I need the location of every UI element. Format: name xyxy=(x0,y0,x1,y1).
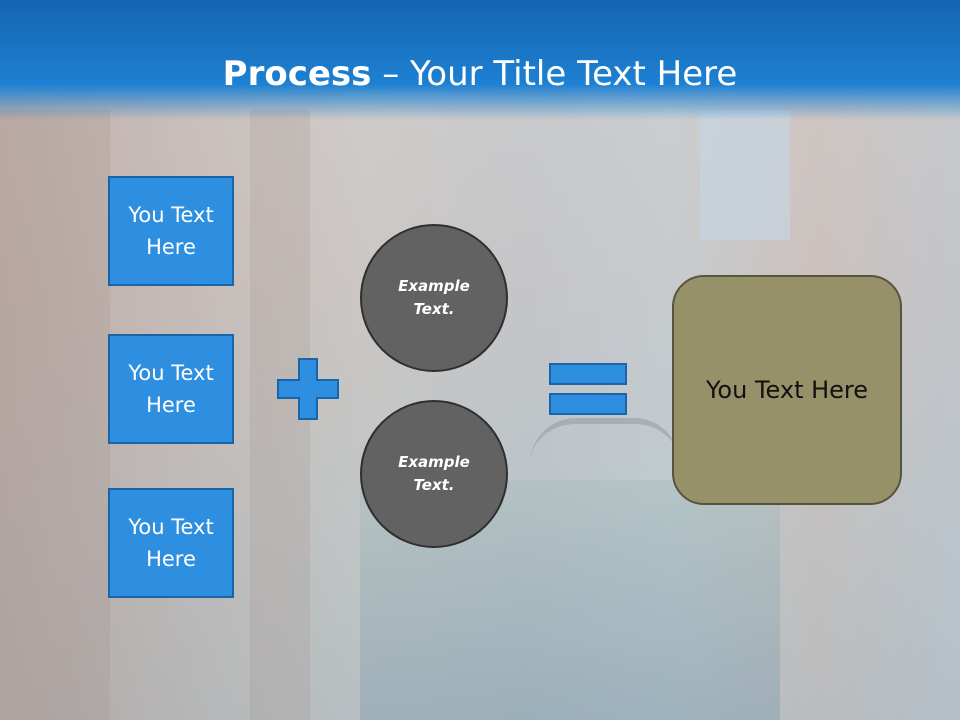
result-label: You Text Here xyxy=(705,376,869,404)
bg-bridge xyxy=(530,418,680,464)
example-circle-2[interactable]: Example Text. xyxy=(360,400,508,548)
example-circle-1[interactable]: Example Text. xyxy=(360,224,508,372)
text-box-label: You Text Here xyxy=(128,515,214,571)
example-circle-label: Example Text. xyxy=(398,453,470,494)
text-box-label: You Text Here xyxy=(128,203,214,259)
equals-icon xyxy=(549,363,627,415)
title-separator: – xyxy=(371,54,411,94)
bg-sky xyxy=(700,110,790,240)
example-circle-label: Example Text. xyxy=(398,277,470,318)
text-box-label: You Text Here xyxy=(128,361,214,417)
text-box-3[interactable]: You Text Here xyxy=(108,488,234,598)
bg-building-left xyxy=(0,110,110,720)
result-box[interactable]: You Text Here xyxy=(672,275,902,505)
slide-title[interactable]: Process – Your Title Text Here xyxy=(0,50,960,98)
text-box-1[interactable]: You Text Here xyxy=(108,176,234,286)
text-box-2[interactable]: You Text Here xyxy=(108,334,234,444)
title-rest: Your Title Text Here xyxy=(410,54,738,94)
title-bar xyxy=(0,0,960,120)
plus-icon xyxy=(277,358,339,420)
title-bold: Process xyxy=(222,54,372,94)
